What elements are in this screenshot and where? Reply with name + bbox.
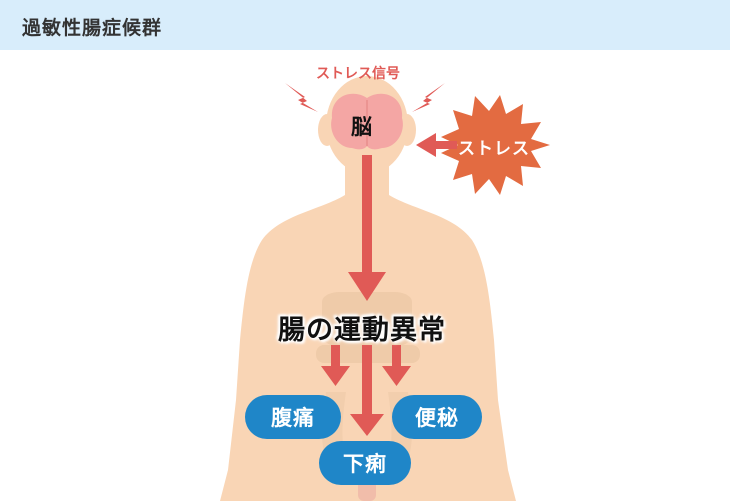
stress-label: ストレス xyxy=(458,139,530,159)
bowel-motility-label: 腸の運動異常 xyxy=(278,315,446,346)
symptom-label: 腹痛 xyxy=(271,406,315,430)
lightning-icon xyxy=(285,83,318,112)
brain-label: 脳 xyxy=(351,115,372,139)
brain xyxy=(331,93,403,150)
stress-signal-label: ストレス信号 xyxy=(316,66,400,82)
symptom-diarrhea: 下痢 xyxy=(319,441,411,485)
arrow-icon xyxy=(321,345,350,386)
page-title: 過敏性腸症候群 xyxy=(22,17,163,39)
arrow-icon xyxy=(382,345,411,386)
header-bar: 過敏性腸症候群 xyxy=(0,0,730,50)
arrow-icon xyxy=(348,155,386,301)
arrow-icon xyxy=(350,345,384,436)
arrow-icon xyxy=(416,133,457,157)
symptom-label: 下痢 xyxy=(343,452,387,476)
symptom-label: 便秘 xyxy=(415,406,459,430)
symptom-abdominal-pain: 腹痛 xyxy=(245,395,341,439)
lightning-icon xyxy=(412,83,445,112)
stress-burst-icon xyxy=(441,95,550,195)
symptom-constipation: 便秘 xyxy=(392,395,482,439)
